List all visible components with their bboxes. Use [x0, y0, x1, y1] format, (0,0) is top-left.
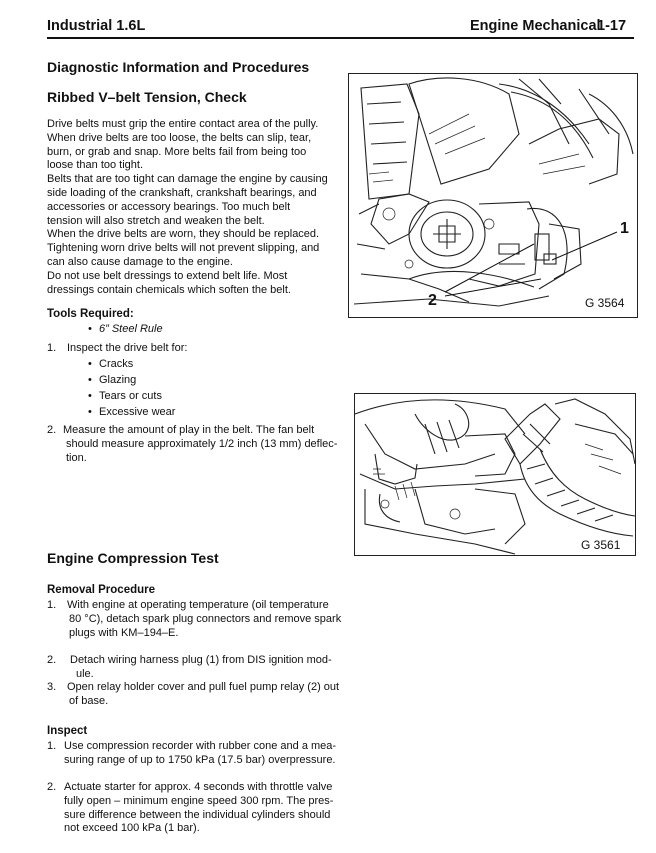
engine-belt-illustration	[353, 77, 634, 307]
step-number: 1.	[47, 342, 57, 354]
step-text: Measure the amount of play in the belt. …	[63, 424, 337, 465]
removal-procedure-heading: Removal Procedure	[47, 584, 156, 596]
step-text: Open relay holder cover and pull fuel pu…	[67, 681, 339, 709]
compression-test-title: Engine Compression Test	[47, 550, 219, 566]
text-line: loose than too tight.	[47, 159, 144, 172]
text-line: not exceed 100 kPa (1 bar).	[64, 822, 200, 835]
text-line: With engine at operating temperature (oi…	[67, 599, 329, 611]
step-number: 1.	[47, 740, 57, 752]
belt-check-title: Ribbed V–belt Tension, Check	[47, 89, 247, 105]
header-page-number: 1-17	[597, 18, 627, 34]
step-text: With engine at operating temperature (oi…	[67, 599, 341, 640]
header-manual-title: Industrial 1.6L	[47, 18, 146, 34]
callout-1: 1	[620, 220, 629, 237]
spark-plug-connector-illustration	[355, 398, 635, 555]
step-text: Use compression recorder with rubber con…	[64, 740, 336, 768]
step-text: Actuate starter for approx. 4 seconds wi…	[64, 781, 333, 836]
belt-tension-figure: 1 2 G 3564	[348, 73, 638, 318]
header-rule	[47, 37, 634, 39]
text-line: side loading of the crankshaft, cranksha…	[47, 186, 317, 199]
step-number: 2.	[47, 781, 57, 793]
text-line: When drive belts are too loose, the belt…	[47, 131, 312, 144]
text-line: Do not use belt dressings to extend belt…	[47, 269, 288, 282]
text-line: Belts that are too tight can damage the …	[47, 173, 328, 186]
text-line: Use compression recorder with rubber con…	[64, 740, 337, 752]
spark-plug-figure: G 3561	[354, 393, 636, 556]
list-item: Cracks	[88, 358, 133, 372]
text-line: accessories or accessory bearings. Too m…	[47, 200, 291, 213]
text-line: sure difference between the individual c…	[64, 808, 331, 821]
text-line: 80 °C), detach spark plug connectors and…	[69, 612, 342, 625]
step-text: Inspect the drive belt for:	[67, 342, 188, 354]
inspect-heading: Inspect	[47, 725, 88, 737]
text-line: of base.	[69, 694, 109, 707]
step-number: 1.	[47, 599, 57, 611]
text-line: tension will also stretch and weaken the…	[47, 214, 265, 227]
list-item: Excessive wear	[88, 406, 175, 420]
text-line: fully open – minimum engine speed 300 rp…	[64, 794, 334, 807]
tools-heading: Tools Required:	[47, 308, 134, 320]
callout-2: 2	[428, 292, 437, 309]
step-number: 3.	[47, 681, 57, 693]
step-number: 2.	[47, 424, 57, 436]
step-text: Detach wiring harness plug (1) from DIS …	[70, 654, 332, 682]
text-line: should measure approximately 1/2 inch (1…	[66, 437, 338, 450]
text-line: tion.	[66, 451, 87, 464]
text-line: Measure the amount of play in the belt. …	[63, 424, 315, 436]
text-line: can also cause damage to the engine.	[47, 255, 233, 268]
text-line: Drive belts must grip the entire contact…	[47, 118, 319, 130]
text-line: dressings contain chemicals which soften…	[47, 283, 291, 296]
section-title: Diagnostic Information and Procedures	[47, 59, 310, 75]
text-line: suring range of up to 1750 kPa (17.5 bar…	[64, 753, 336, 766]
text-line: Detach wiring harness plug (1) from DIS …	[70, 654, 332, 666]
text-line: Open relay holder cover and pull fuel pu…	[67, 681, 340, 693]
figure-caption: G 3564	[585, 296, 625, 310]
text-line: Tightening worn drive belts will not pre…	[47, 242, 320, 255]
text-line: plugs with KM–194–E.	[69, 626, 179, 639]
tool-item: 6” Steel Rule	[88, 323, 163, 337]
list-item: Glazing	[88, 374, 136, 388]
text-line: When the drive belts are worn, they shou…	[47, 228, 320, 241]
text-line: burn, or grab and snap. More belts fail …	[47, 145, 307, 158]
text-line: ule.	[76, 667, 94, 680]
belt-intro-paragraph: Drive belts must grip the entire contact…	[47, 118, 328, 297]
figure-caption: G 3561	[581, 538, 621, 552]
list-item: Tears or cuts	[88, 390, 162, 404]
header-section-title: Engine Mechanical	[470, 18, 601, 34]
text-line: Actuate starter for approx. 4 seconds wi…	[64, 781, 333, 793]
step-number: 2.	[47, 654, 57, 666]
